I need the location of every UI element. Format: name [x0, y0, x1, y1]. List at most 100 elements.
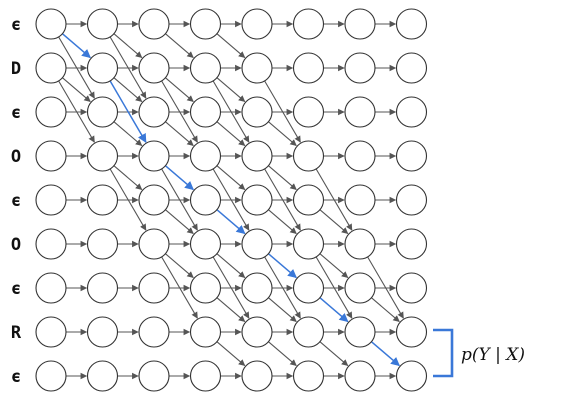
transition-edge [268, 165, 297, 191]
lattice-node [344, 52, 376, 84]
transition-edge [216, 33, 246, 59]
lattice-node [241, 228, 273, 260]
lattice-node [86, 228, 119, 260]
lattice-node [395, 96, 428, 128]
lattice-node [344, 96, 376, 128]
highlighted-edge [319, 297, 349, 323]
lattice-node [344, 228, 376, 260]
lattice-node [86, 8, 119, 40]
lattice-node [189, 316, 222, 348]
highlighted-edge [216, 209, 246, 235]
lattice-node [241, 360, 273, 392]
transition-edge [319, 253, 349, 279]
transition-edge [268, 341, 297, 367]
lattice-node [241, 140, 273, 172]
lattice-node [241, 272, 273, 304]
lattice-node [395, 52, 428, 84]
lattice-node [292, 360, 325, 392]
lattice-node [138, 360, 170, 392]
transition-edge [216, 121, 246, 147]
lattice-node [241, 96, 273, 128]
transition-edge [216, 165, 246, 191]
lattice-node [138, 228, 170, 260]
transition-edge [319, 341, 349, 367]
row-label: O [11, 235, 21, 255]
row-label: D [11, 59, 21, 79]
row-label: ϵ [11, 15, 21, 35]
transition-edge [113, 77, 143, 103]
transition-edge [268, 297, 297, 323]
probability-label: p(Y | X) [461, 345, 525, 365]
transition-edge [113, 165, 143, 191]
transition-edge [113, 121, 143, 147]
lattice-node [292, 8, 325, 40]
lattice-node [395, 316, 428, 348]
transition-edge [216, 77, 246, 103]
lattice-node [395, 140, 428, 172]
lattice-node [189, 8, 222, 40]
transition-edge [268, 121, 297, 147]
row-label: ϵ [11, 191, 21, 211]
lattice-node [138, 8, 170, 40]
probability-bracket [433, 328, 454, 378]
lattice-node [86, 184, 119, 216]
lattice-node [86, 96, 119, 128]
lattice-node [241, 316, 273, 348]
highlighted-edge [109, 80, 147, 143]
lattice-node [241, 184, 273, 216]
lattice-node [344, 272, 376, 304]
lattice-node [344, 184, 376, 216]
lattice-node [395, 8, 428, 40]
lattice-node [189, 140, 222, 172]
transition-edge [165, 33, 194, 59]
lattice-node [35, 8, 67, 40]
lattice-node [292, 52, 325, 84]
lattice-node [35, 228, 67, 260]
lattice-node [138, 272, 170, 304]
highlighted-edge [267, 253, 297, 279]
lattice-node [189, 360, 222, 392]
highlighted-edge [370, 341, 400, 367]
lattice-nodes [35, 8, 428, 392]
lattice-node [189, 228, 222, 260]
lattice-node [138, 140, 170, 172]
transition-edge [62, 77, 91, 103]
row-label: R [11, 323, 22, 343]
lattice-node [344, 316, 376, 348]
lattice-node [241, 52, 273, 84]
transition-edge [268, 209, 297, 235]
lattice-node [344, 140, 376, 172]
lattice-node [189, 52, 222, 84]
row-label: ϵ [11, 279, 21, 299]
lattice-node [344, 8, 376, 40]
lattice-node [35, 96, 67, 128]
lattice-node [35, 184, 67, 216]
lattice-node [35, 360, 67, 392]
lattice-node [35, 52, 67, 84]
lattice-node [86, 316, 119, 348]
lattice-node [395, 360, 428, 392]
highlighted-edge [164, 165, 194, 191]
lattice-node [395, 184, 428, 216]
lattice-node [138, 52, 170, 84]
transition-edge [165, 253, 194, 279]
lattice-node [35, 140, 67, 172]
lattice-node [86, 272, 119, 304]
lattice-node [241, 8, 273, 40]
transition-edges [58, 20, 404, 380]
transition-edge [165, 121, 194, 147]
lattice-node [395, 272, 428, 304]
lattice-node [292, 316, 325, 348]
row-label: ϵ [11, 103, 21, 123]
lattice-node [35, 316, 67, 348]
transition-edge [165, 77, 194, 103]
lattice-node [292, 228, 325, 260]
lattice-node [86, 52, 119, 84]
lattice-node [344, 360, 376, 392]
row-label: ϵ [11, 367, 21, 387]
lattice-node [86, 360, 119, 392]
lattice-node [138, 184, 170, 216]
lattice-node [292, 272, 325, 304]
